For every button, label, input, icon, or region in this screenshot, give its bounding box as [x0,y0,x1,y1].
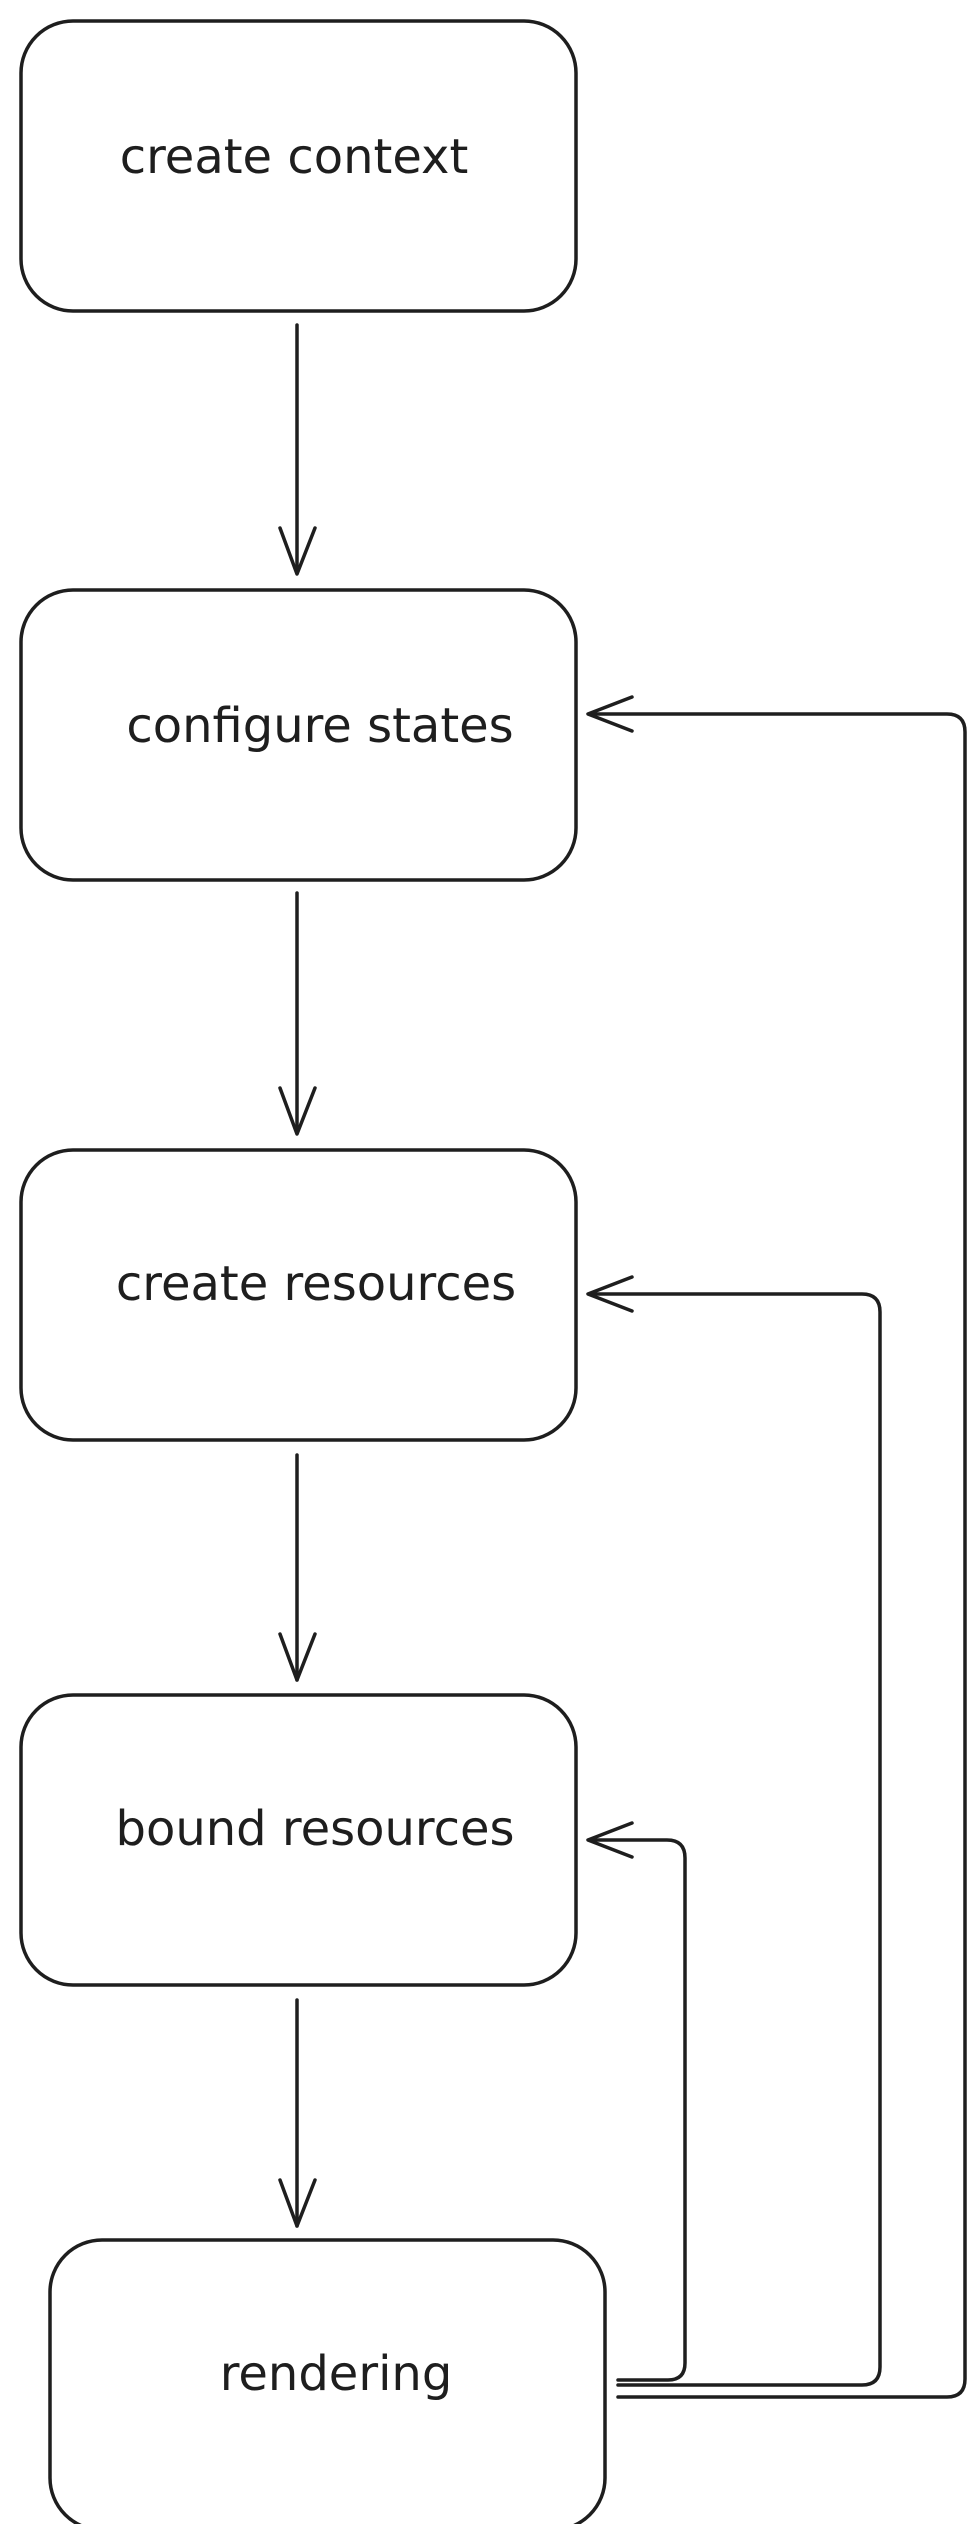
node-box-create-resources [19,1148,578,1442]
node-label-create-context: create context [120,129,469,185]
node-box-create-context [19,19,578,313]
arrow-create-context-to-configure-states [278,323,317,576]
arrow-rendering-to-configure-states [586,695,967,2399]
node-label-configure-states: configure states [126,698,513,754]
node-label-bound-resources: bound resources [115,1801,514,1857]
arrow-bound-resources-to-rendering [278,1998,317,2228]
arrow-rendering-to-bound-resources [586,1821,687,2382]
arrow-create-resources-to-bound-resources [278,1453,317,1682]
node-box-bound-resources [19,1693,578,1987]
node-label-create-resources: create resources [116,1256,516,1312]
arrow-configure-states-to-create-resources [278,891,317,1136]
arrow-rendering-to-create-resources [586,1275,882,2387]
node-box-configure-states [19,588,578,882]
node-label-rendering: rendering [220,2346,453,2402]
node-box-rendering [48,2238,607,2524]
